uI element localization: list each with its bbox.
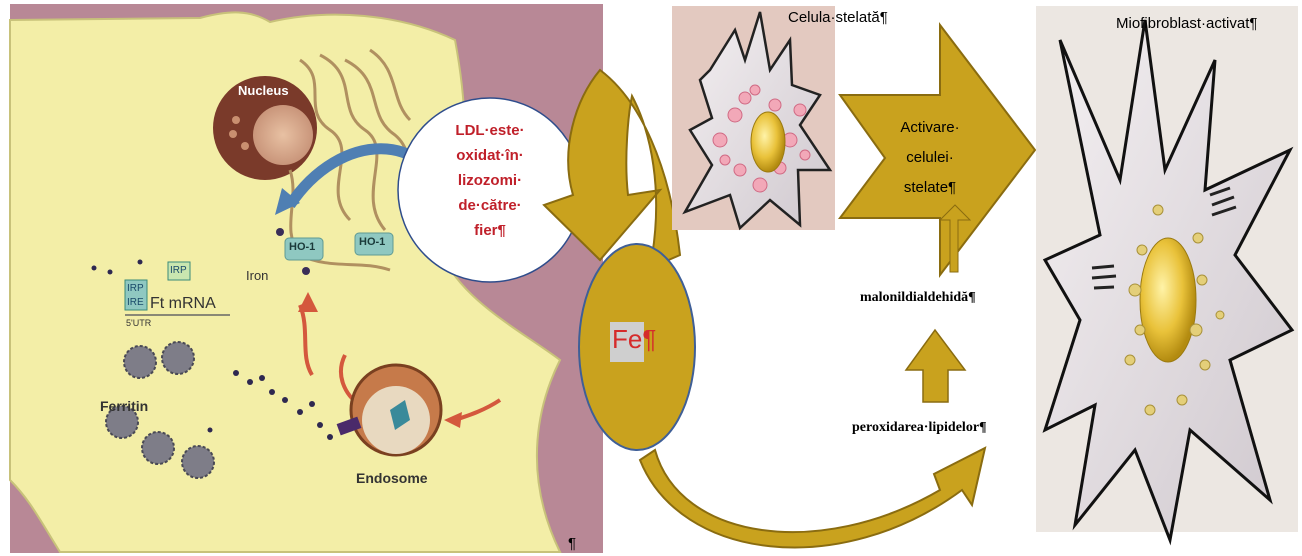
malondialdehyde-label: malonildialdehidă¶ [860,290,976,306]
ldl-text: LDL·este· oxidat·în· lizozomi· de·către·… [430,118,550,243]
stellate-cell-title: Celula·stelată¶ [788,9,888,26]
stellate-nucleus [751,112,785,172]
activation-text: Activare· celulei· stelate¶ [880,113,980,203]
activation-line-1: Activare· [880,113,980,143]
stellate-cell-panel [672,6,835,230]
ire-label: IRE [127,297,144,308]
utr-label: 5'UTR [126,318,151,328]
ldl-line-3: lizozomi· [430,168,550,193]
myofibroblast-nucleus [1140,238,1196,362]
ho1-label-a: HO-1 [289,241,315,253]
lipid-peroxidation-label: peroxidarea·lipidelor¶ [852,420,987,436]
ho1-label-b: HO-1 [359,236,385,248]
fe-symbol: Fe [612,324,642,354]
myofibroblast-title: Miofibroblast·activat¶ [1116,15,1257,32]
fe-label: Fe¶ [612,324,656,355]
fe-to-peroxidation-arrow [640,448,985,547]
endosome-label: Endosome [356,470,428,486]
ldl-line-4: de·către· [430,193,550,218]
ldl-line-2: oxidat·în· [430,143,550,168]
ldl-line-5: fier¶ [430,218,550,243]
ft-mrna-label: Ft mRNA [150,295,216,313]
ferritin-label: Ferritin [100,398,148,414]
up-arrow-lower [906,330,965,402]
irp-label-b: IRP [170,265,187,276]
nucleus-label: Nucleus [238,83,289,98]
ldl-line-1: LDL·este· [430,118,550,143]
activation-line-3: stelate¶ [880,173,980,203]
stray-pilcrow: ¶ [568,535,576,552]
fe-pilcrow: ¶ [642,324,656,354]
myofibroblast-panel [1036,6,1298,540]
iron-label: Iron [246,268,268,283]
activation-line-2: celulei· [880,143,980,173]
irp-label-a: IRP [127,283,144,294]
